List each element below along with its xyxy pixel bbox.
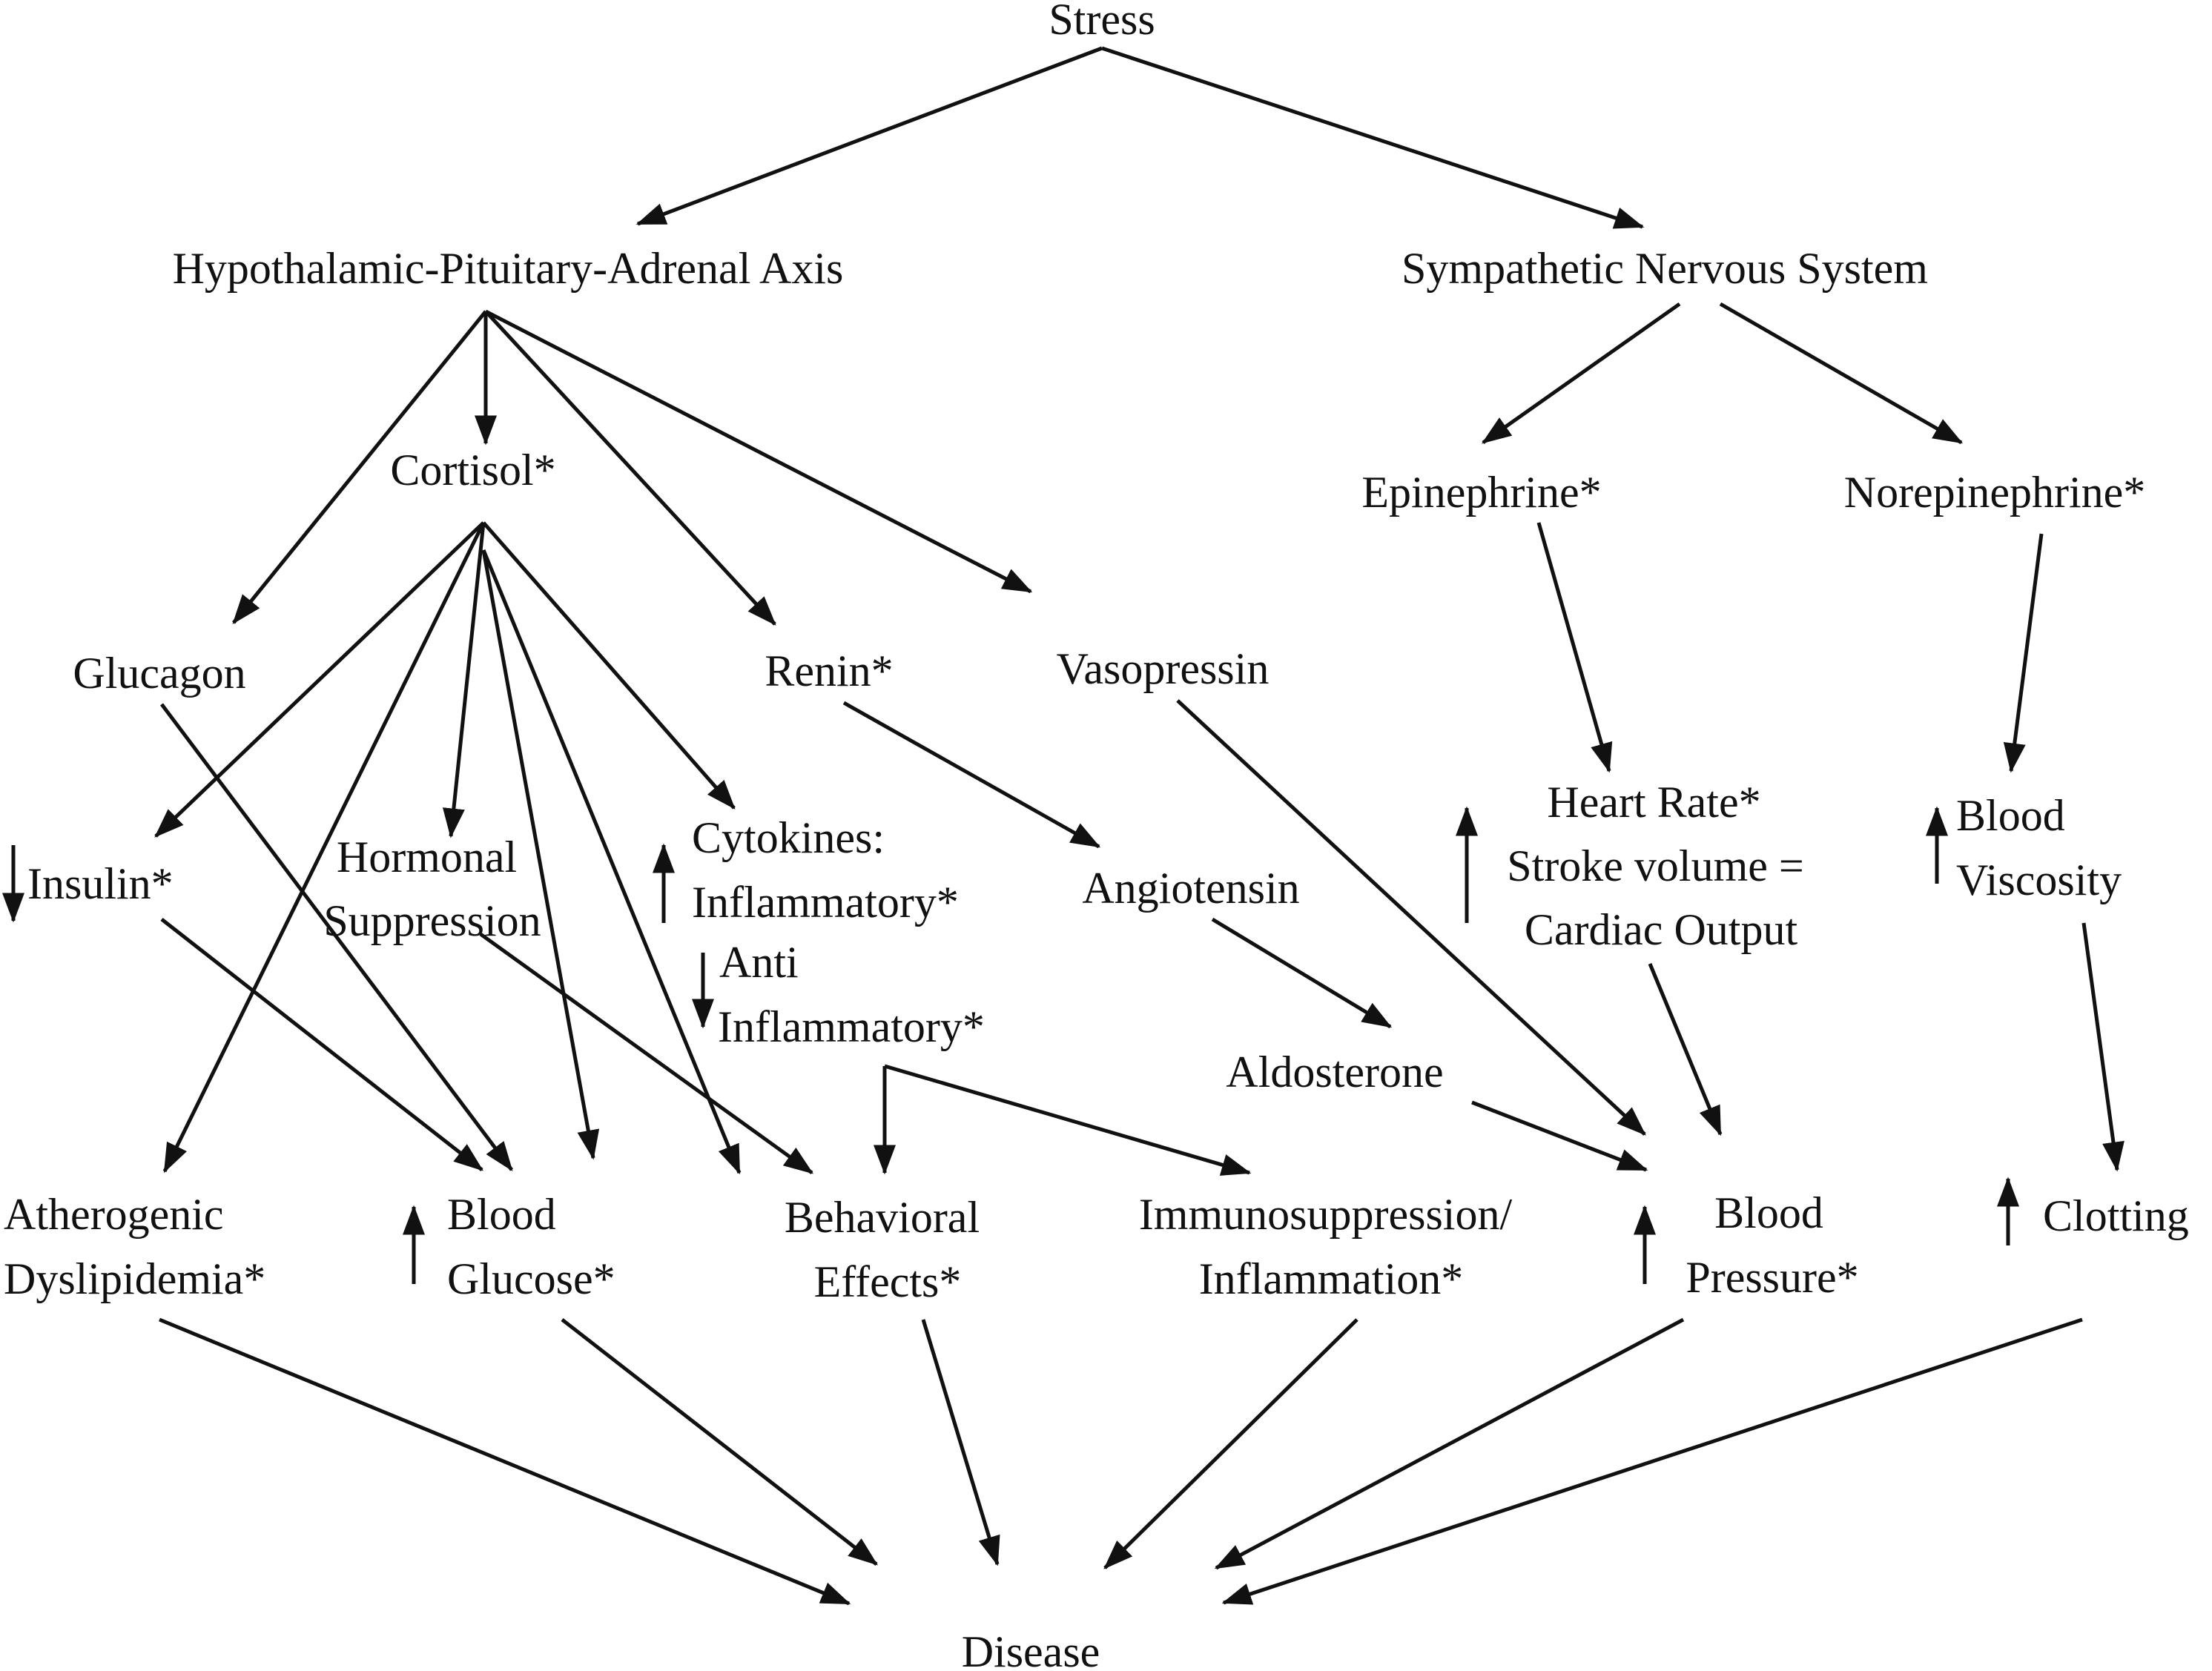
edge-insulin-glucose [160, 918, 483, 1171]
node-heart-rate-cardiac-output: Heart Rate* Stroke volume = Cardiac Outp… [1507, 778, 1815, 954]
edge-clotting-disease [1221, 1317, 2083, 1605]
node-cytokines-line2: Inflammatory* [692, 878, 959, 927]
edge-norepinephrine-viscosity [2003, 533, 2044, 773]
edge-hpa-vasopressin [484, 309, 1033, 594]
edge-sns-epinephrine [1481, 302, 1681, 445]
edge-pressure-disease [1214, 1317, 1685, 1570]
node-stress: Stress [1049, 0, 1155, 44]
node-atherogenic-line2: Dyslipidemia* [4, 1254, 265, 1303]
node-blood-viscosity: Blood Viscosity [1956, 791, 2122, 904]
node-immunosuppression-inflammation: Immunosuppression/ Inflammation* [1139, 1190, 1523, 1303]
edge-cortisol-atherogenic [162, 521, 486, 1174]
edge-glucagon-glucose [160, 703, 513, 1171]
node-glucose-line2: Glucose* [447, 1254, 615, 1303]
edge-cortisol-glucose [481, 549, 600, 1160]
edge-immuno-disease [1103, 1318, 1358, 1569]
edge-behavioral-disease [921, 1319, 1000, 1566]
edge-cortisol-cytokines [482, 521, 736, 810]
node-cytokines-line1: Cytokines: [692, 813, 885, 862]
node-glucose-line1: Blood [447, 1190, 556, 1239]
edge-glucose-disease [561, 1318, 878, 1566]
node-insulin: Insulin* [27, 859, 174, 908]
node-hormonal-suppression-line2: Suppression [323, 896, 541, 945]
edge-angiotensin-aldosterone [1211, 917, 1393, 1029]
edge-renin-angiotensin [842, 701, 1101, 849]
node-anti-inflammatory: Anti Inflammatory* [718, 938, 985, 1051]
node-behavioral-line1: Behavioral [785, 1193, 980, 1242]
node-angiotensin: Angiotensin [1082, 864, 1299, 913]
node-atherogenic-line1: Atherogenic [4, 1190, 224, 1239]
node-disease: Disease [962, 1627, 1100, 1671]
node-heart-line1: Heart Rate* [1547, 778, 1760, 827]
node-renin: Renin* [765, 646, 893, 695]
node-sympathetic-nervous-system: Sympathetic Nervous System [1402, 244, 1928, 293]
node-viscosity-line1: Blood [1956, 791, 2065, 840]
edge-stress-sns [1101, 46, 1645, 229]
node-norepinephrine: Norepinephrine* [1844, 468, 2146, 517]
node-atherogenic-dyslipidemia: Atherogenic Dyslipidemia* [4, 1190, 265, 1303]
edge-epinephrine-heart [1536, 522, 1613, 773]
edge-cortisol-hormonal [442, 522, 486, 838]
node-behavioral-effects: Behavioral Effects* [785, 1193, 991, 1306]
node-cortisol: Cortisol* [390, 446, 555, 494]
edge-hpa-glucagon [232, 310, 487, 624]
node-pressure-line2: Pressure* [1686, 1253, 1858, 1302]
edge-cortisol-behavioral [481, 549, 742, 1175]
edge-heart-pressure [1648, 963, 1723, 1136]
edge-vasopressin-pressure [1176, 699, 1646, 1136]
node-glucagon: Glucagon [73, 649, 245, 698]
node-heart-line2: Stroke volume = [1507, 841, 1803, 890]
node-behavioral-line2: Effects* [814, 1257, 962, 1306]
edge-cortisol-insulin [154, 521, 485, 838]
nodes: Stress Hypothalamic-Pituitary-Adrenal Ax… [4, 0, 2189, 1671]
indicators [2, 806, 2019, 1284]
edge-hormonal-behavioral [479, 932, 814, 1175]
node-viscosity-line2: Viscosity [1956, 856, 2122, 904]
edges [154, 46, 2124, 1606]
node-pressure-line1: Blood [1714, 1188, 1823, 1237]
node-hpa-axis: Hypothalamic-Pituitary-Adrenal Axis [173, 244, 844, 293]
node-blood-pressure: Blood Pressure* [1686, 1188, 1858, 1302]
node-hormonal-suppression-line1: Hormonal [337, 833, 517, 881]
node-anti-inflammatory-line2: Inflammatory* [718, 1002, 985, 1051]
edge-stress-hpa [635, 46, 1103, 226]
node-anti-inflammatory-line1: Anti [719, 938, 799, 987]
node-heart-line3: Cardiac Output [1525, 905, 1798, 954]
node-cytokines-inflammatory: Cytokines: Inflammatory* [692, 813, 959, 927]
node-immuno-line2: Inflammation* [1199, 1254, 1464, 1303]
node-vasopressin: Vasopressin [1057, 644, 1270, 693]
node-clotting: Clotting [2043, 1191, 2189, 1240]
node-aldosterone: Aldosterone [1226, 1048, 1443, 1096]
node-hormonal-suppression: Hormonal Suppression [323, 833, 541, 945]
edge-atherogenic-disease [159, 1317, 851, 1606]
edge-aldosterone-pressure [1471, 1100, 1648, 1172]
edge-sns-norepinephrine [1719, 302, 1964, 445]
node-epinephrine: Epinephrine* [1361, 468, 1601, 517]
node-immuno-line1: Immunosuppression/ [1139, 1190, 1513, 1239]
node-blood-glucose: Blood Glucose* [447, 1190, 615, 1303]
edge-anti-immuno [884, 1064, 1252, 1176]
edge-viscosity-clotting [2081, 922, 2124, 1172]
edge-hpa-renin [484, 310, 776, 626]
